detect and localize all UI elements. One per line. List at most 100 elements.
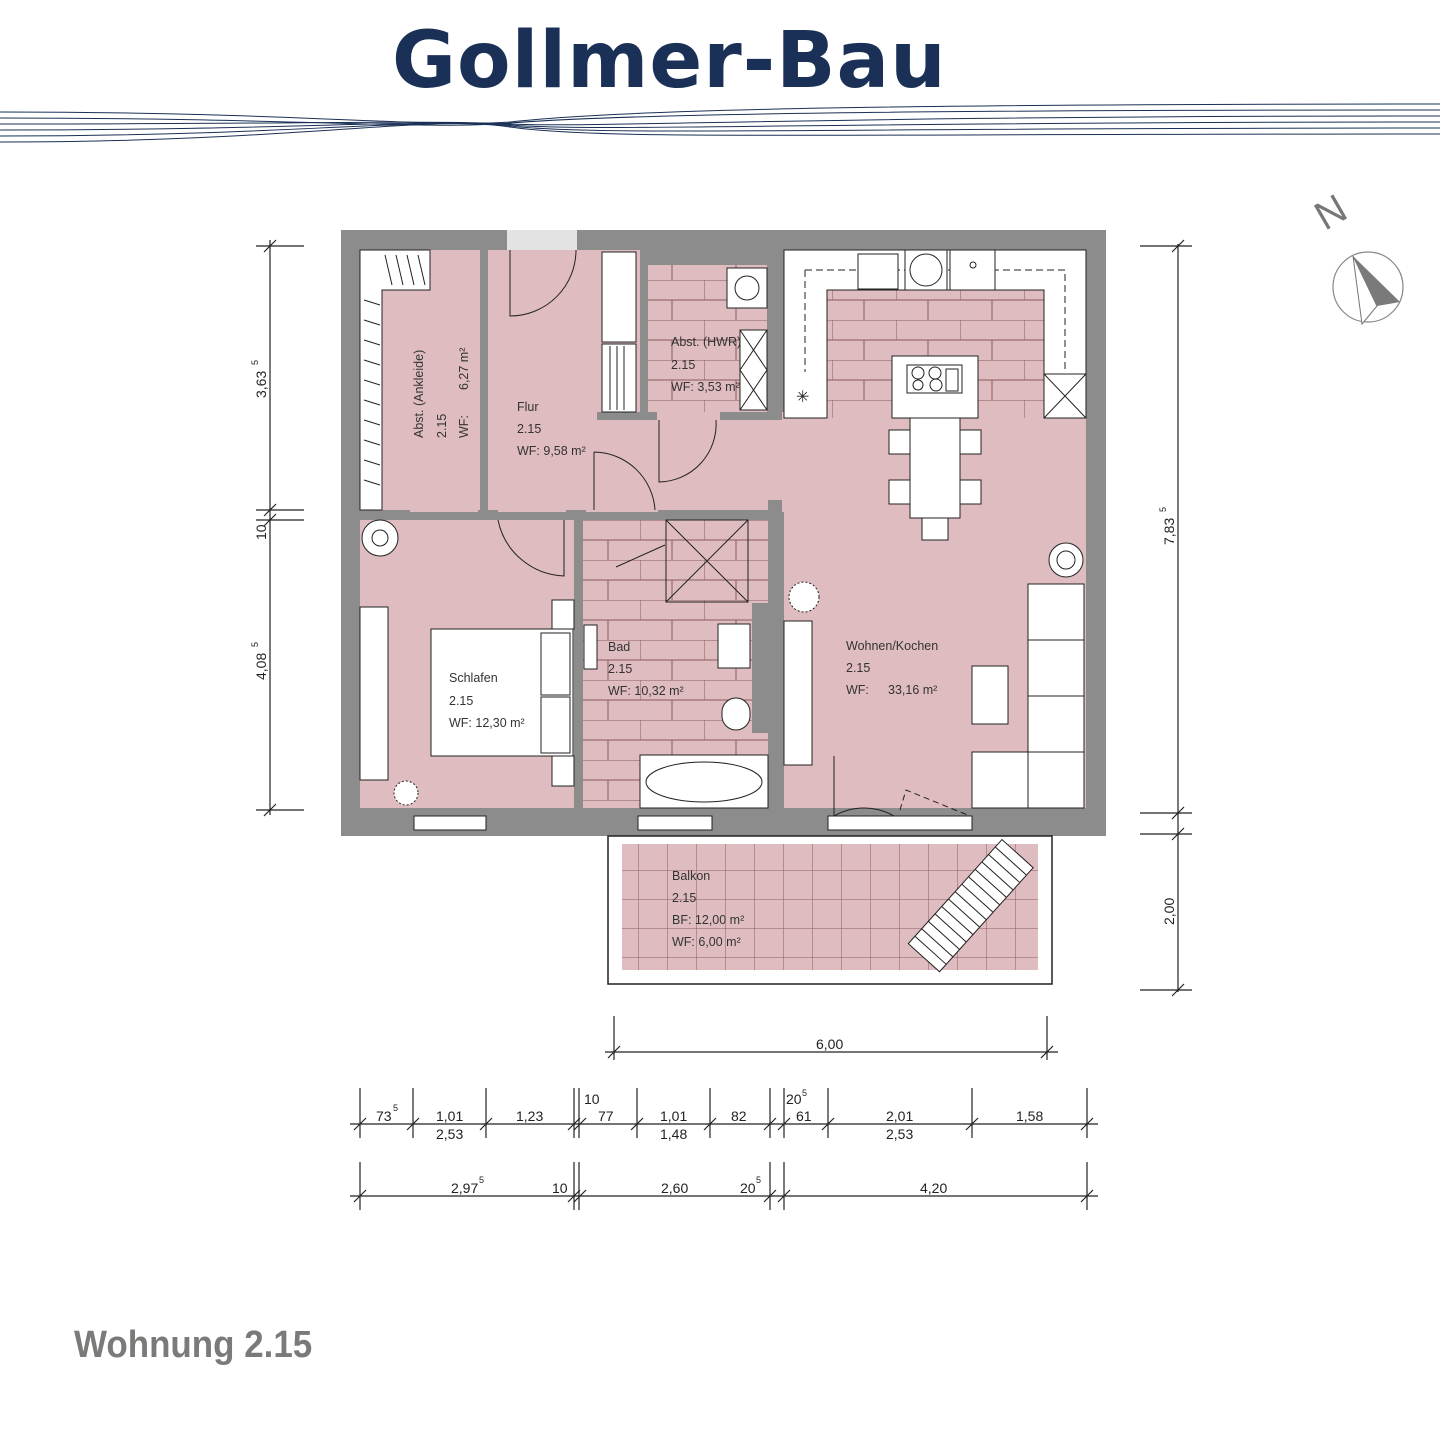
bathtub [639, 754, 769, 809]
svg-text:WF:: WF: [457, 415, 471, 438]
balcony-door-wohnen[interactable] [833, 756, 895, 817]
room-flur [487, 250, 597, 512]
svg-text:WF: 10,32 m²: WF: 10,32 m² [608, 684, 684, 698]
svg-text:2,97: 2,97 [451, 1180, 478, 1196]
hwr-door[interactable] [658, 419, 717, 483]
svg-text:20: 20 [786, 1091, 802, 1107]
room-label-ankleide: Abst. (Ankleide) 2.15 WF: 6,27 m² [412, 348, 471, 438]
washbasin [717, 623, 751, 669]
svg-text:10: 10 [584, 1091, 600, 1107]
svg-text:2.15: 2.15 [672, 891, 696, 905]
dim-right-balcony: 2,00 [1161, 898, 1177, 925]
svg-text:BF: 12,00 m²: BF: 12,00 m² [672, 913, 744, 927]
svg-text:2,01: 2,01 [886, 1108, 913, 1124]
hwr-cupboard [739, 329, 768, 411]
dining-table [909, 417, 961, 519]
svg-text:Bad: Bad [608, 640, 630, 654]
svg-text:Abst. (Ankleide): Abst. (Ankleide) [412, 350, 426, 438]
bathroom-fixtures [583, 519, 769, 809]
bad-shelf [583, 624, 598, 670]
svg-text:2.15: 2.15 [517, 422, 541, 436]
dim-left-bottom: 4,08 [253, 653, 269, 680]
cooktop-burner [909, 253, 943, 287]
svg-text:WF: 12,30 m²: WF: 12,30 m² [449, 716, 525, 730]
oven [949, 249, 996, 291]
dim-right-total: 7,83 [1161, 518, 1177, 545]
svg-text:5: 5 [393, 1103, 398, 1113]
svg-text:10: 10 [552, 1180, 568, 1196]
svg-text:1,01: 1,01 [660, 1108, 687, 1124]
floor-lamp [1048, 542, 1084, 578]
bad-door[interactable] [593, 451, 656, 511]
room-label-schlafen: Schlafen 2.15 WF: 12,30 m² [449, 671, 525, 730]
svg-text:1,58: 1,58 [1016, 1108, 1043, 1124]
svg-text:1,48: 1,48 [660, 1126, 687, 1142]
plant-icon [393, 780, 419, 806]
interior-walls [360, 250, 782, 808]
svg-text:4,20: 4,20 [920, 1180, 947, 1196]
svg-text:2.15: 2.15 [435, 414, 449, 438]
living-furniture [783, 542, 1085, 809]
north-arrow-icon: N [1307, 186, 1404, 326]
svg-text:5: 5 [250, 360, 260, 365]
room-label-wohnen-kochen: Wohnen/Kochen 2.15 WF: 33,16 m² [846, 639, 938, 697]
svg-text:6,27 m²: 6,27 m² [457, 348, 471, 390]
svg-text:Balkon: Balkon [672, 869, 710, 883]
north-label: N [1307, 186, 1354, 239]
svg-text:2.15: 2.15 [846, 661, 870, 675]
svg-text:20: 20 [740, 1180, 756, 1196]
windows [413, 815, 973, 831]
svg-text:2,53: 2,53 [886, 1126, 913, 1142]
svg-text:33,16 m²: 33,16 m² [888, 683, 937, 697]
brand-swoosh [0, 103, 1440, 143]
brand-logo: Gollmer-Bau [392, 16, 947, 106]
svg-text:5: 5 [1158, 507, 1168, 512]
svg-text:1,01: 1,01 [436, 1108, 463, 1124]
balcony [607, 835, 1053, 985]
svg-text:2.15: 2.15 [449, 694, 473, 708]
svg-text:5: 5 [250, 642, 260, 647]
svg-text:Wohnen/Kochen: Wohnen/Kochen [846, 639, 938, 653]
chair [959, 429, 982, 455]
room-label-balkon: Balkon 2.15 BF: 12,00 m² WF: 6,00 m² [672, 869, 744, 949]
svg-text:Flur: Flur [517, 400, 539, 414]
flur-cabinet [601, 251, 637, 343]
svg-text:2,60: 2,60 [661, 1180, 688, 1196]
sun-lounger [907, 838, 1034, 973]
svg-text:2.15: 2.15 [671, 358, 695, 372]
coffee-table [971, 665, 1009, 725]
svg-text:61: 61 [796, 1108, 812, 1124]
doors [497, 249, 971, 817]
dimension-lines [256, 239, 1192, 1210]
svg-text:5: 5 [479, 1175, 484, 1185]
room-label-flur: Flur 2.15 WF: 9,58 m² [517, 400, 586, 458]
bedroom-lamp [361, 519, 399, 557]
svg-text:1,23: 1,23 [516, 1108, 543, 1124]
dim-left-mid: 10 [253, 524, 269, 540]
svg-text:2.15: 2.15 [608, 662, 632, 676]
room-label-bad: Bad 2.15 WF: 10,32 m² [608, 640, 684, 698]
room-label-hwr: Abst. (HWR) 2.15 WF: 3,53 m² [671, 335, 741, 394]
svg-text:Abst. (HWR): Abst. (HWR) [671, 335, 741, 349]
chair [888, 429, 911, 455]
wardrobe [359, 249, 431, 511]
entrance-door-opening[interactable] [507, 230, 577, 250]
kitchen: ✳ [783, 249, 1087, 541]
svg-text:WF: 9,58 m²: WF: 9,58 m² [517, 444, 586, 458]
bed [430, 628, 574, 757]
apartment-title: Wohnung 2.15 [74, 1324, 313, 1366]
sink-icon [857, 253, 899, 290]
chair [959, 479, 982, 505]
bedroom-furniture [359, 519, 575, 806]
chair [888, 479, 911, 505]
schlafen-door[interactable] [497, 519, 565, 577]
entrance-door[interactable] [509, 249, 577, 317]
nightstand [551, 599, 575, 630]
plant-icon [788, 581, 820, 613]
washing-drum [734, 275, 760, 301]
chair [921, 517, 949, 541]
washing-machine [726, 267, 768, 309]
nightstand [551, 755, 575, 787]
dimension-labels: 3,63 5 10 4,08 5 7,83 5 2,00 6,00 73 5 1… [250, 360, 1177, 1196]
svg-text:WF: 6,00 m²: WF: 6,00 m² [672, 935, 741, 949]
